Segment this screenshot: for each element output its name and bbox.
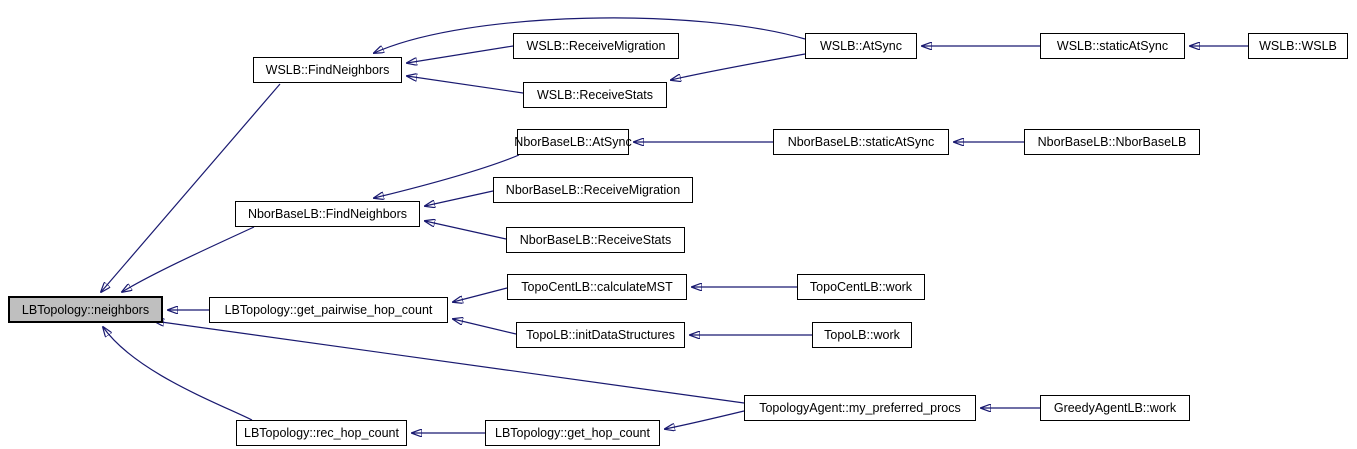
edge-initdatastructures-to-get-pairwise xyxy=(453,319,517,335)
edge-nbor-receivemigration-to-findneighbors xyxy=(425,190,494,206)
node-nborbaselb-findneighbors[interactable]: NborBaseLB::FindNeighbors xyxy=(235,201,420,227)
node-greedyagentlb-work[interactable]: GreedyAgentLB::work xyxy=(1040,395,1190,421)
node-label: LBTopology::get_pairwise_hop_count xyxy=(224,303,433,317)
edge-wslb-receivemigration-to-findneighbors xyxy=(407,45,514,63)
node-label: TopologyAgent::my_preferred_procs xyxy=(759,401,961,415)
node-label: WSLB::ReceiveMigration xyxy=(526,39,666,53)
node-lbtopology-get-pairwise-hop-count[interactable]: LBTopology::get_pairwise_hop_count xyxy=(209,297,448,323)
node-label: LBTopology::get_hop_count xyxy=(495,426,650,440)
edge-rec-hop-to-neighbors xyxy=(103,327,253,421)
node-topocentlb-calculatemst[interactable]: TopoCentLB::calculateMST xyxy=(507,274,687,300)
node-nborbaselb-staticatsync[interactable]: NborBaseLB::staticAtSync xyxy=(773,129,949,155)
node-label: TopoCentLB::calculateMST xyxy=(521,280,673,294)
edge-nbor-atsync-to-findneighbors xyxy=(374,154,520,198)
node-nborbaselb-receivestats[interactable]: NborBaseLB::ReceiveStats xyxy=(506,227,685,253)
node-wslb-receivemigration[interactable]: WSLB::ReceiveMigration xyxy=(513,33,679,59)
node-label: LBTopology::neighbors xyxy=(21,302,150,317)
node-label: NborBaseLB::FindNeighbors xyxy=(247,207,408,221)
node-wslb-findneighbors[interactable]: WSLB::FindNeighbors xyxy=(253,57,402,83)
edge-topoagent-to-get-hop xyxy=(665,410,745,429)
node-wslb-staticatsync[interactable]: WSLB::staticAtSync xyxy=(1040,33,1185,59)
node-label: NborBaseLB::ReceiveStats xyxy=(519,233,672,247)
node-nborbaselb-receivemigration[interactable]: NborBaseLB::ReceiveMigration xyxy=(493,177,693,203)
edge-wslb-atsync-to-findneighbors xyxy=(374,17,806,53)
node-lbtopology-get-hop-count[interactable]: LBTopology::get_hop_count xyxy=(485,420,660,446)
node-topolb-work[interactable]: TopoLB::work xyxy=(812,322,912,348)
edge-nbor-findneighbors-to-neighbors xyxy=(122,226,255,292)
node-nborbaselb-atsync[interactable]: NborBaseLB::AtSync xyxy=(514,129,632,155)
edge-wslb-receivestats-to-findneighbors xyxy=(407,76,524,94)
node-label: WSLB::WSLB xyxy=(1259,39,1337,53)
edge-wslb-atsync-to-receivestats xyxy=(671,53,806,80)
node-label: TopoCentLB::work xyxy=(809,280,913,294)
node-topolb-initdatastructures[interactable]: TopoLB::initDataStructures xyxy=(516,322,685,348)
node-wslb-wslb[interactable]: WSLB::WSLB xyxy=(1248,33,1348,59)
edge-wslb-findneighbors-to-neighbors xyxy=(101,83,281,292)
node-label: NborBaseLB::NborBaseLB xyxy=(1037,135,1187,149)
node-label: WSLB::AtSync xyxy=(820,39,902,53)
node-wslb-atsync[interactable]: WSLB::AtSync xyxy=(805,33,917,59)
edge-topoagent-to-neighbors xyxy=(154,321,745,404)
node-label: WSLB::FindNeighbors xyxy=(265,63,390,77)
node-label: WSLB::ReceiveStats xyxy=(536,88,653,102)
node-lbtopology-rec-hop-count[interactable]: LBTopology::rec_hop_count xyxy=(236,420,407,446)
node-topologyagent-my-preferred-procs[interactable]: TopologyAgent::my_preferred_procs xyxy=(744,395,976,421)
node-label: TopoLB::initDataStructures xyxy=(526,328,675,342)
node-label: WSLB::staticAtSync xyxy=(1056,39,1169,53)
node-topocentlb-work[interactable]: TopoCentLB::work xyxy=(797,274,925,300)
node-label: NborBaseLB::ReceiveMigration xyxy=(505,183,681,197)
node-label: NborBaseLB::staticAtSync xyxy=(787,135,935,149)
edge-calculatemst-to-get-pairwise xyxy=(453,287,508,302)
node-nborbaselb-nborbaselb[interactable]: NborBaseLB::NborBaseLB xyxy=(1024,129,1200,155)
node-wslb-receivestats[interactable]: WSLB::ReceiveStats xyxy=(523,82,667,108)
node-label: LBTopology::rec_hop_count xyxy=(244,426,399,440)
edge-nbor-receivestats-to-findneighbors xyxy=(425,221,507,240)
node-label: TopoLB::work xyxy=(824,328,900,342)
node-lbtopology-neighbors[interactable]: LBTopology::neighbors xyxy=(8,296,163,323)
node-label: GreedyAgentLB::work xyxy=(1053,401,1177,415)
node-label: NborBaseLB::AtSync xyxy=(514,135,632,149)
